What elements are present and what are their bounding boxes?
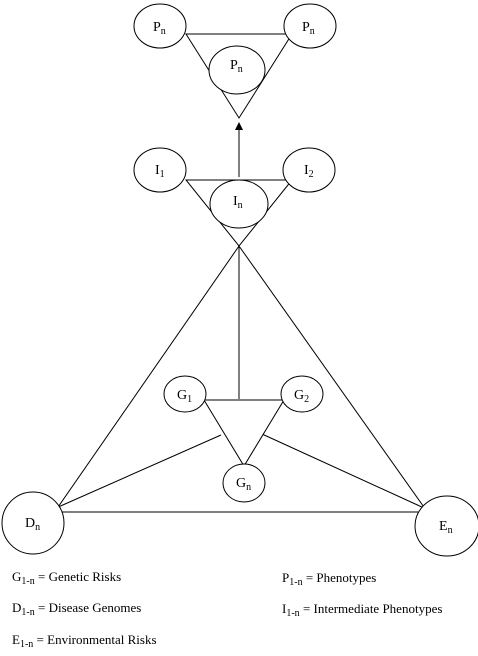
node-p-right bbox=[283, 3, 337, 49]
label-i-center: In bbox=[233, 194, 243, 211]
label-g-center: Gn bbox=[236, 476, 251, 493]
node-i-left bbox=[133, 147, 187, 193]
label-i-left: I1 bbox=[155, 163, 165, 180]
edge-i-to-e bbox=[238, 245, 427, 511]
label-d: Dn bbox=[25, 516, 40, 533]
genetic-triangle bbox=[203, 399, 285, 467]
label-i-right: I2 bbox=[304, 163, 314, 180]
legend-phenotypes: P1-n = Phenotypes bbox=[282, 570, 377, 588]
edge-g-to-d bbox=[55, 434, 222, 509]
label-g-right: G2 bbox=[294, 388, 309, 405]
node-i-right bbox=[282, 147, 336, 193]
legend-disease-genomes: D1-n = Disease Genomes bbox=[12, 600, 142, 618]
node-g-left bbox=[163, 375, 207, 413]
legend-genetic-risks: G1-n = Genetic Risks bbox=[12, 569, 122, 587]
network-diagram: Pn Pn Pn I1 I2 In G1 G2 Gn Dn En bbox=[1, 3, 478, 557]
label-p-right: Pn bbox=[302, 20, 315, 37]
label-e: En bbox=[439, 519, 453, 536]
node-e bbox=[414, 495, 478, 557]
legend-intermediate-phenotypes: I1-n = Intermediate Phenotypes bbox=[282, 601, 443, 619]
edge-g-to-e bbox=[261, 433, 425, 509]
node-p-center bbox=[208, 45, 266, 95]
label-p-left: Pn bbox=[153, 20, 166, 37]
label-p-center: Pn bbox=[230, 58, 243, 75]
edge-i-to-d bbox=[55, 245, 240, 511]
node-p-left bbox=[133, 3, 187, 49]
node-i-center bbox=[209, 179, 269, 229]
label-g-left: G1 bbox=[177, 388, 192, 405]
node-g-center bbox=[222, 463, 266, 503]
node-d bbox=[1, 491, 65, 555]
node-g-right bbox=[280, 375, 324, 413]
legend-environmental-risks: E1-n = Environmental Risks bbox=[12, 632, 157, 650]
